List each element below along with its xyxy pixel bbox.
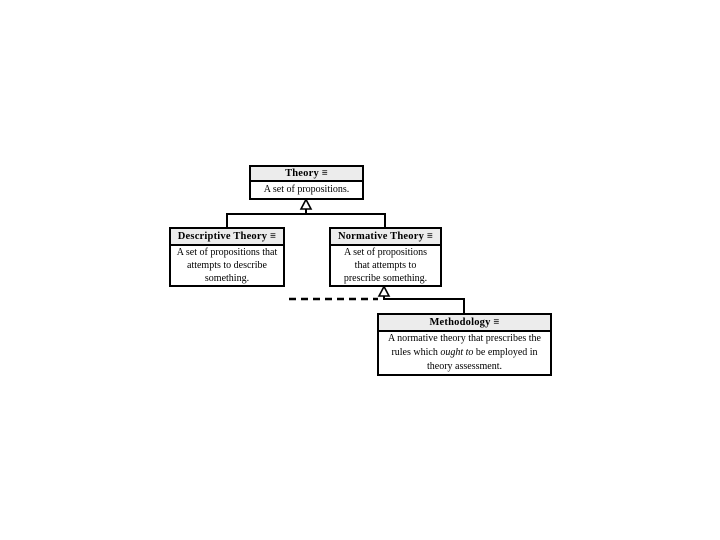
node-normative-theory-body-text: A set of propositions that attempts to p… — [343, 247, 428, 284]
methodology-body-italic: ought to — [440, 347, 474, 358]
generalization-arrowhead-normative — [377, 284, 391, 297]
node-descriptive-theory: Descriptive Theory ≡ A set of propositio… — [169, 227, 285, 287]
node-methodology-body: A normative theory that prescribes the r… — [379, 332, 550, 374]
node-theory-body-text: A set of propositions. — [263, 184, 350, 195]
methodology-body-prefix: A normative theory that prescribes the r… — [387, 333, 541, 358]
node-methodology-body-text: A normative theory that prescribes the r… — [381, 332, 548, 374]
methodology-body-suffix: be employed in theory assessment. — [427, 347, 538, 372]
generalization-connector-methodology — [383, 296, 465, 313]
node-descriptive-theory-body: A set of propositions that attempts to d… — [171, 246, 283, 285]
node-normative-theory-body: A set of propositions that attempts to p… — [331, 246, 440, 285]
generalization-branch-to-theory — [226, 213, 386, 227]
node-methodology-title: Methodology ≡ — [379, 315, 550, 332]
node-normative-theory: Normative Theory ≡ A set of propositions… — [329, 227, 442, 287]
node-theory-body: A set of propositions. — [251, 182, 362, 198]
generalization-arrowhead-theory — [299, 197, 313, 210]
node-methodology: Methodology ≡ A normative theory that pr… — [377, 313, 552, 376]
node-descriptive-theory-body-text: A set of propositions that attempts to d… — [176, 247, 278, 284]
node-normative-theory-title: Normative Theory ≡ — [331, 229, 440, 246]
node-theory: Theory ≡ A set of propositions. — [249, 165, 364, 200]
node-theory-title: Theory ≡ — [251, 167, 362, 182]
node-descriptive-theory-title: Descriptive Theory ≡ — [171, 229, 283, 246]
